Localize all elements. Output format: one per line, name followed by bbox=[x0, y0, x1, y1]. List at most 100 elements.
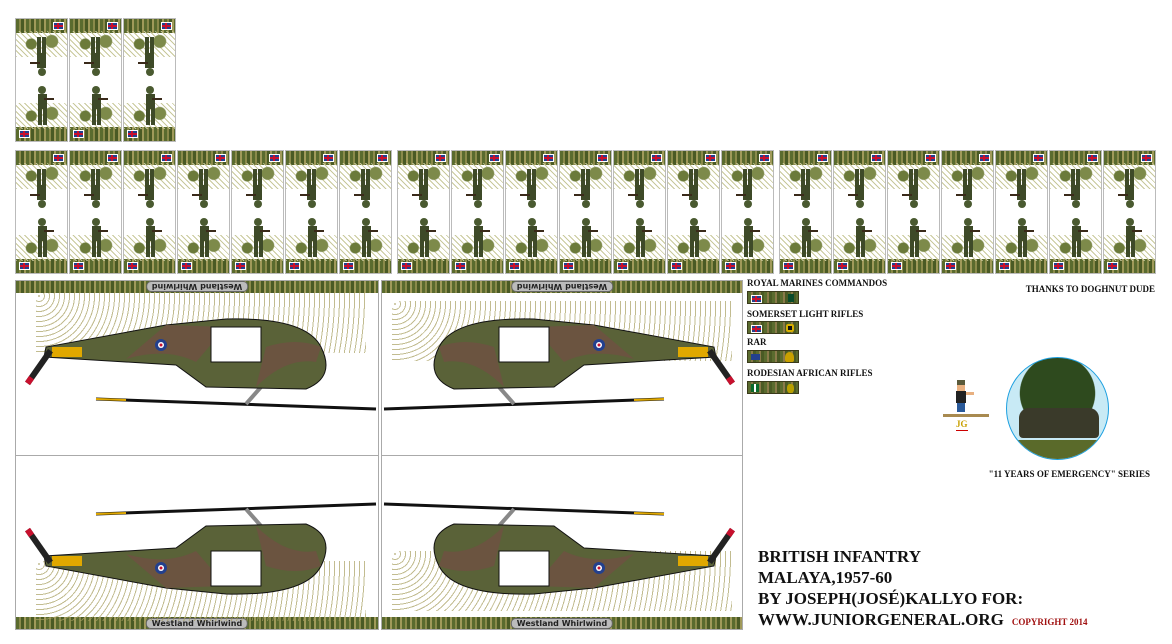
soldier-card bbox=[69, 150, 122, 274]
soldier-figure bbox=[200, 218, 216, 257]
cabin-door bbox=[210, 550, 262, 587]
soldier-card bbox=[177, 150, 230, 274]
uk-flag-icon bbox=[705, 154, 716, 162]
soldier-figure bbox=[254, 218, 270, 257]
soldier-card bbox=[667, 150, 720, 274]
soldier-card bbox=[69, 18, 122, 142]
uk-flag-icon bbox=[401, 262, 412, 270]
uk-flag-icon bbox=[563, 262, 574, 270]
uk-flag-icon bbox=[617, 262, 628, 270]
uk-flag-icon bbox=[107, 154, 118, 162]
uk-flag-icon bbox=[73, 262, 84, 270]
soldier-figure bbox=[910, 218, 926, 257]
uk-flag-icon bbox=[1107, 262, 1118, 270]
soldier-card bbox=[339, 150, 392, 274]
soldier-card bbox=[559, 150, 612, 274]
helicopter-panel-bottom-right: Westland Whirlwind bbox=[381, 455, 743, 630]
helicopter-image bbox=[383, 318, 735, 411]
rising-sun-badge-icon bbox=[785, 352, 794, 362]
soldier-figure bbox=[636, 218, 652, 257]
soldier-figure bbox=[1064, 169, 1080, 208]
rotor-blade bbox=[95, 502, 377, 516]
copyright: COPYRIGHT 2014 bbox=[1011, 617, 1088, 627]
soldier-card bbox=[941, 150, 994, 274]
unit-name: ROYAL MARINES COMMANDOS bbox=[747, 278, 888, 288]
uk-flag-icon bbox=[161, 154, 172, 162]
soldier-figure bbox=[362, 218, 378, 257]
unit-insignia-bar bbox=[747, 381, 799, 394]
soldier-figure bbox=[192, 169, 208, 208]
helicopter-image bbox=[383, 502, 735, 595]
soldier-card bbox=[779, 150, 832, 274]
rotor-blade bbox=[95, 397, 377, 411]
soldier-figure bbox=[92, 218, 108, 257]
uk-flag-icon bbox=[1087, 154, 1098, 162]
uk-flag-icon bbox=[671, 262, 682, 270]
lion-badge-icon bbox=[787, 384, 794, 393]
uk-flag-icon bbox=[127, 262, 138, 270]
cabin-door bbox=[210, 326, 262, 363]
uk-flag-icon bbox=[871, 154, 882, 162]
rotor-blade bbox=[383, 502, 665, 516]
soldier-card bbox=[1103, 150, 1156, 274]
helicopter-panel-top-left: Westland Whirlwind bbox=[15, 280, 379, 456]
soldier-figure bbox=[38, 86, 54, 125]
soldier-figure bbox=[964, 218, 980, 257]
soldier-figure bbox=[736, 169, 752, 208]
soldier-figure bbox=[38, 218, 54, 257]
unit-insignia-bar bbox=[747, 321, 799, 334]
uk-flag-icon bbox=[215, 154, 226, 162]
uk-flag-icon bbox=[377, 154, 388, 162]
tail-rotor bbox=[707, 348, 735, 386]
soldier-figure bbox=[146, 86, 162, 125]
bugle-badge-icon bbox=[786, 324, 794, 332]
soldier-figure bbox=[520, 169, 536, 208]
soldier-figure bbox=[902, 169, 918, 208]
website-link[interactable]: WWW.JUNIORGENERAL.ORG bbox=[758, 610, 1004, 629]
soldier-card bbox=[887, 150, 940, 274]
uk-flag-icon bbox=[235, 262, 246, 270]
uk-flag-icon bbox=[725, 262, 736, 270]
helicopter-image bbox=[25, 502, 377, 595]
unit-name: RAR bbox=[747, 337, 767, 347]
uk-flag-icon bbox=[289, 262, 300, 270]
soldier-figure bbox=[690, 218, 706, 257]
unit-name: SOMERSET LIGHT RIFLES bbox=[747, 309, 864, 319]
rotor-hub bbox=[497, 385, 516, 406]
uk-flag-icon bbox=[489, 154, 500, 162]
soldier-card bbox=[833, 150, 886, 274]
uk-flag-icon bbox=[73, 130, 84, 138]
uk-flag-icon bbox=[817, 154, 828, 162]
soldier-figure bbox=[138, 169, 154, 208]
soldier-figure bbox=[30, 37, 46, 76]
uk-flag-icon bbox=[19, 262, 30, 270]
soldier-figure bbox=[628, 169, 644, 208]
soldier-figure bbox=[466, 169, 482, 208]
tail-band bbox=[678, 556, 708, 566]
soldier-figure bbox=[848, 169, 864, 208]
uk-flag-icon bbox=[1053, 262, 1064, 270]
soldier-figure bbox=[528, 218, 544, 257]
tail-band bbox=[678, 347, 708, 357]
soldier-figure bbox=[84, 37, 100, 76]
soldier-figure bbox=[682, 169, 698, 208]
uk-flag-icon bbox=[759, 154, 770, 162]
soldier-card bbox=[123, 150, 176, 274]
soldier-card bbox=[505, 150, 558, 274]
soldier-card bbox=[995, 150, 1048, 274]
soldier-figure bbox=[1072, 218, 1088, 257]
tail-band bbox=[52, 556, 82, 566]
title-line: MALAYA,1957-60 bbox=[758, 568, 893, 587]
soldier-figure bbox=[574, 169, 590, 208]
soldier-figure bbox=[412, 169, 428, 208]
uk-flag-icon bbox=[19, 130, 30, 138]
uk-flag-icon bbox=[783, 262, 794, 270]
soldier-figure bbox=[474, 218, 490, 257]
tail-band bbox=[52, 347, 82, 357]
tail-rotor bbox=[707, 527, 735, 565]
soldier-figure bbox=[30, 169, 46, 208]
uk-flag-icon bbox=[543, 154, 554, 162]
uk-flag-icon bbox=[107, 22, 118, 30]
rhodesia-flag-icon bbox=[751, 384, 759, 392]
uk-flag-icon bbox=[751, 325, 762, 333]
